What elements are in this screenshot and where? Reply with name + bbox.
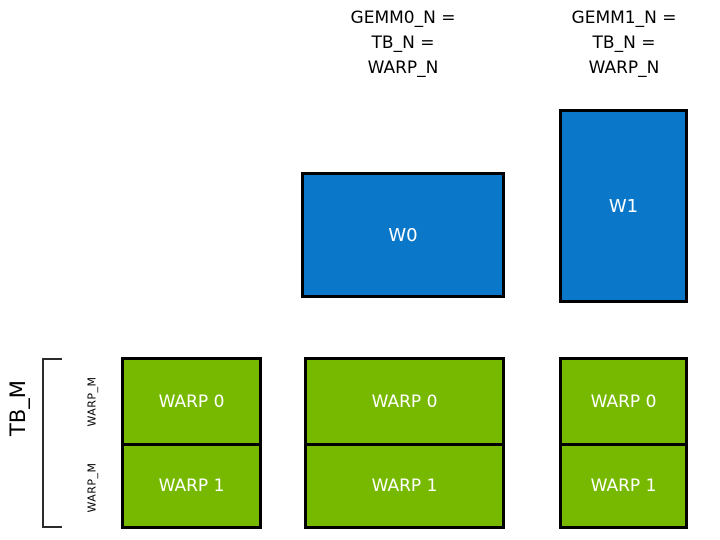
column-header-gemm0: GEMM0_N = TB_N = WARP_N xyxy=(350,8,456,78)
warp-grid-0-cell-0-label: WARP 0 xyxy=(158,391,225,412)
tb-m-dimension-label: TB_M xyxy=(6,380,30,436)
warp-tile-w0-label: W0 xyxy=(388,224,418,246)
warp-grid-0-cell-1-label: WARP 1 xyxy=(158,476,225,496)
warp-tile-w1: W1 xyxy=(559,109,688,303)
tb-m-bracket xyxy=(42,358,62,528)
warp-grid-1: WARP 0 WARP 1 xyxy=(304,357,505,529)
warp-grid-2-cell-0: WARP 0 xyxy=(562,360,685,443)
warp-grid-0-cell-0: WARP 0 xyxy=(124,360,259,443)
column-header-gemm1: GEMM1_N = TB_N = WARP_N xyxy=(571,8,677,78)
warp-tile-w1-label: W1 xyxy=(608,195,639,217)
warp-m-dimension-label-bottom: WARP_M xyxy=(85,462,99,513)
warp-grid-0: WARP 0 WARP 1 xyxy=(121,357,262,529)
warp-grid-1-cell-0-label: WARP 0 xyxy=(371,391,438,412)
warp-tile-w0: W0 xyxy=(301,172,505,298)
warp-grid-0-cell-1: WARP 1 xyxy=(124,443,259,526)
warp-grid-2-cell-1: WARP 1 xyxy=(562,443,685,526)
warp-grid-1-cell-1: WARP 1 xyxy=(307,443,502,526)
warp-grid-2-cell-0-label: WARP 0 xyxy=(590,391,657,412)
warp-m-dimension-label-top: WARP_M xyxy=(85,376,99,427)
warp-grid-1-cell-0: WARP 0 xyxy=(307,360,502,443)
warp-grid-2: WARP 0 WARP 1 xyxy=(559,357,688,529)
warp-grid-1-cell-1-label: WARP 1 xyxy=(371,476,438,496)
warp-grid-2-cell-1-label: WARP 1 xyxy=(590,476,657,496)
